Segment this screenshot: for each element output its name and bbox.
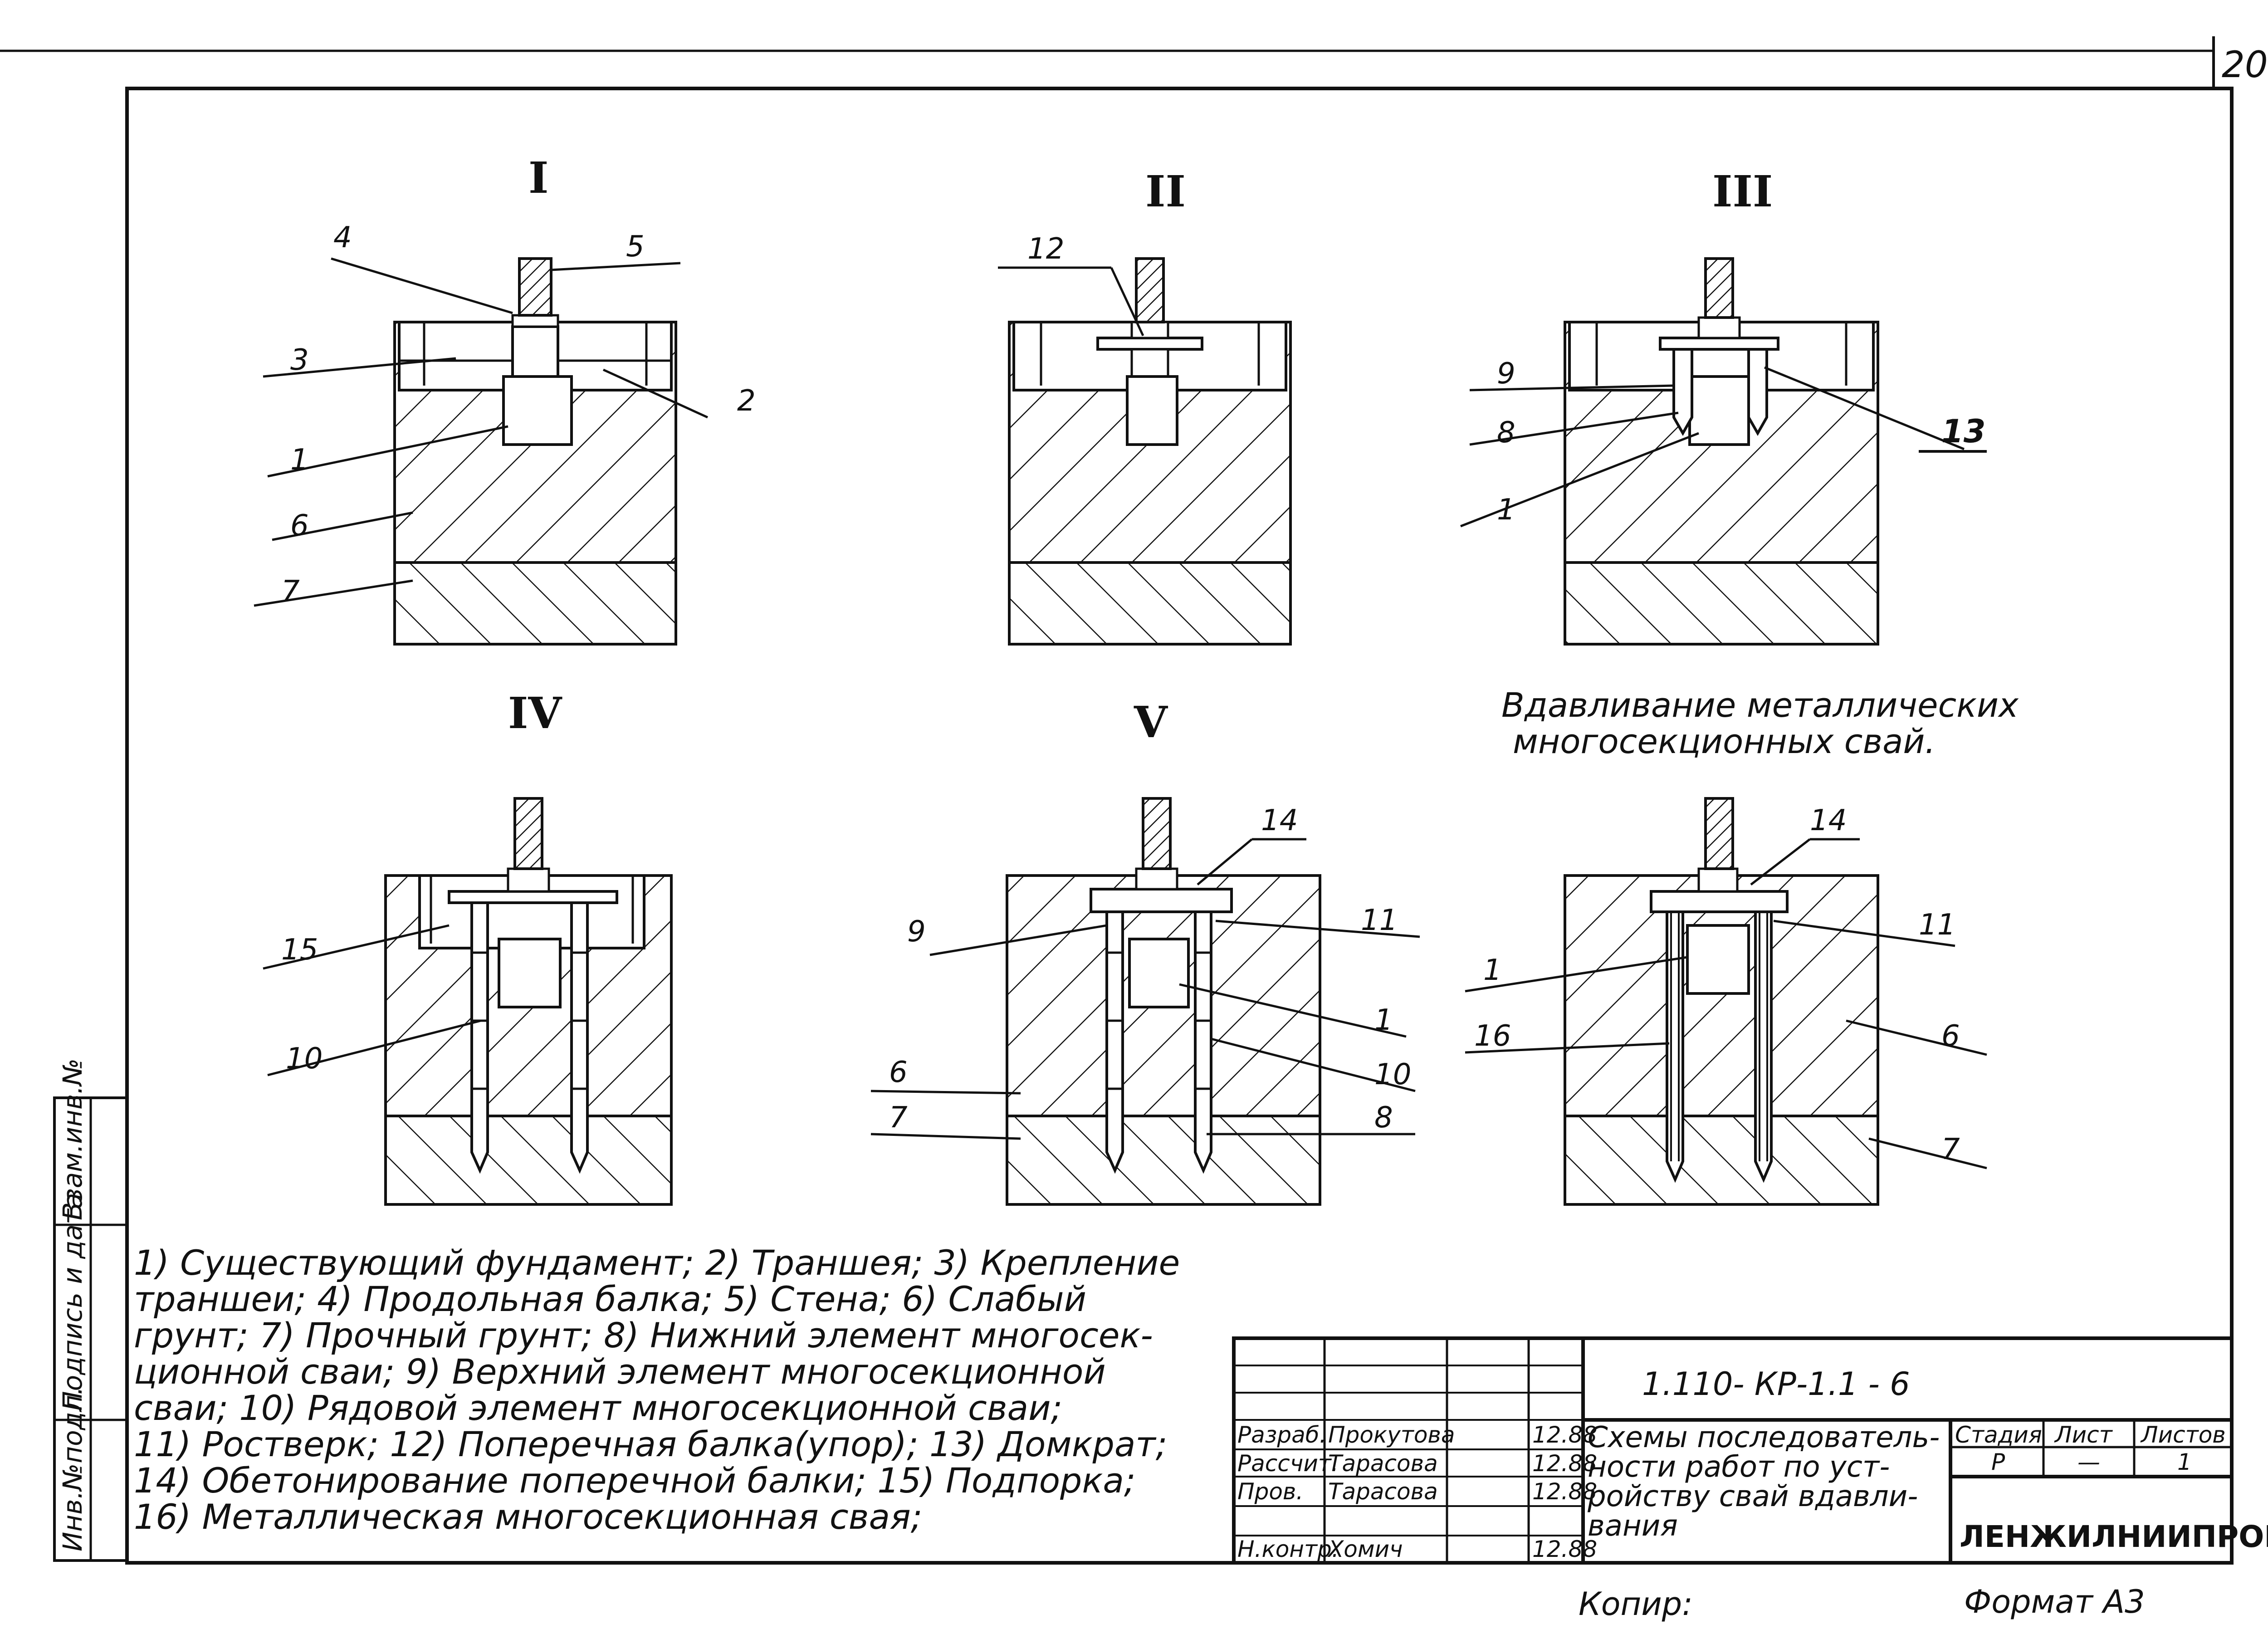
figure-6: 14 11 1 16 6 7: [1465, 797, 1987, 1206]
caption-line-1: Вдавливание металлических: [1501, 686, 2019, 725]
date-developer: 12.88: [1532, 1422, 1597, 1448]
figure-4: IV 15 10: [263, 688, 673, 1206]
stage-header: Стадия: [1955, 1422, 2042, 1448]
name-calculated: Тарасова: [1328, 1450, 1438, 1477]
role-calculated: Рассчит.: [1237, 1450, 1339, 1477]
name-norm-control: Хомич: [1327, 1536, 1403, 1562]
title-block: [1232, 1336, 2234, 1565]
side-stamp-replacement: Взам.инв.№: [57, 1058, 88, 1220]
legend-line: грунт; 7) Прочный грунт; 8) Нижний элеме…: [134, 1315, 1153, 1355]
legend-line: 14) Обетонирование поперечной балки; 15)…: [134, 1460, 1136, 1501]
sheets-header: Листов: [2140, 1422, 2226, 1448]
callout-fig1-5: 5: [626, 230, 645, 264]
legend-line: 1) Существующий фундамент; 2) Траншея; 3…: [134, 1243, 1180, 1283]
callout-fig5-7: 7: [889, 1101, 908, 1135]
sheet-format: Формат А3: [1964, 1583, 2145, 1620]
legend-line: ционной сваи; 9) Верхний элемент многосе…: [134, 1351, 1106, 1392]
figure-2-label: II: [1145, 166, 1186, 217]
beam-encasement: [1090, 888, 1233, 913]
callout-fig1-1: 1: [290, 443, 309, 477]
existing-foundation: [502, 375, 573, 446]
legend-line: 16) Металлическая многосекционная свая;: [134, 1497, 922, 1537]
page-number: 20: [2222, 44, 2268, 86]
callout-fig5-11: 11: [1361, 904, 1398, 937]
callout-fig1-7: 7: [281, 575, 300, 608]
name-developer: Прокутова: [1328, 1422, 1455, 1448]
figure-3-label: III: [1712, 166, 1773, 217]
figure-3: III 9 8 13 1: [1460, 166, 1987, 646]
callout-fig5-8: 8: [1374, 1101, 1393, 1135]
callout-fig1-2: 2: [737, 384, 756, 418]
figure-1-label: I: [528, 153, 548, 203]
callout-fig5-9: 9: [907, 915, 926, 949]
caption-line-2: многосекционных свай.: [1513, 722, 1936, 761]
callout-fig3-8: 8: [1497, 416, 1515, 450]
figure-5: V 14 9 11 1 10 6 7 8: [870, 697, 1420, 1206]
doc-code: 1.110- КР-1.1 - 6: [1642, 1365, 1910, 1403]
organization: ЛЕНЖИЛНИИПРОЕКТ: [1960, 1519, 2268, 1554]
strong-soil-layer: [393, 561, 677, 646]
callout-fig6-1: 1: [1483, 954, 1502, 987]
drawing-title-line: вания: [1588, 1509, 1678, 1543]
role-checked: Пров.: [1237, 1478, 1303, 1505]
side-stamp-inv-no: Инв.№подл.: [57, 1387, 88, 1551]
wall: [518, 257, 552, 317]
date-norm-control: 12.88: [1532, 1536, 1597, 1562]
side-stamp-signature: Подпись и дата: [57, 1193, 88, 1411]
figure-5-label: V: [1134, 697, 1168, 748]
date-checked: 12.88: [1532, 1478, 1597, 1505]
callout-fig1-4: 4: [333, 221, 352, 254]
callout-fig6-7: 7: [1941, 1133, 1960, 1166]
legend-line: траншеи; 4) Продольная балка; 5) Стена; …: [134, 1279, 1086, 1319]
callout-fig6-11: 11: [1919, 908, 1955, 942]
drawing-frame: [125, 87, 2234, 1565]
callout-fig6-16: 16: [1474, 1019, 1511, 1053]
drawing-title-line: ройству свай вдавли-: [1587, 1480, 1918, 1513]
role-developer: Разраб.: [1237, 1422, 1326, 1448]
callout-fig3-9: 9: [1497, 357, 1515, 391]
role-norm-control: Н.контр.: [1237, 1536, 1339, 1562]
callout-fig1-6: 6: [290, 509, 309, 543]
stage-value: Р: [1991, 1449, 2005, 1475]
sheet-value: —: [2077, 1449, 2100, 1475]
figure-4-label: IV: [508, 688, 562, 739]
callout-fig5-10: 10: [1374, 1058, 1411, 1091]
figure-2: II 12: [998, 166, 1292, 646]
callout-fig5-14: 14: [1261, 804, 1298, 837]
name-checked: Тарасова: [1328, 1478, 1438, 1505]
callout-fig6-14: 14: [1810, 804, 1847, 837]
callout-fig3-13: 13: [1941, 413, 1985, 450]
legend-line: 11) Ростверк; 12) Поперечная балка(упор)…: [134, 1424, 1167, 1464]
date-calculated: 12.88: [1532, 1450, 1597, 1477]
callout-fig4-15: 15: [281, 933, 318, 967]
figure-1: I 4 5 3 2 1 6 7: [254, 153, 756, 646]
callout-fig2-12: 12: [1027, 232, 1064, 266]
callout-fig5-6: 6: [889, 1056, 908, 1089]
callout-fig3-1: 1: [1497, 493, 1515, 527]
legend-line: сваи; 10) Рядовой элемент многосекционно…: [134, 1388, 1062, 1428]
callout-fig4-10: 10: [286, 1042, 323, 1076]
drawing-title-line: Схемы последователь-: [1588, 1421, 1940, 1454]
callout-fig1-3: 3: [290, 343, 309, 377]
copied-by: Копир:: [1579, 1585, 1693, 1623]
side-stamp: Инв.№подл. Подпись и дата Взам.инв.№: [53, 1058, 128, 1562]
cross-beam: [1096, 337, 1203, 351]
legend: 1) Существующий фундамент; 2) Траншея; 3…: [134, 1243, 1180, 1537]
sheets-value: 1: [2177, 1449, 2192, 1475]
sheet-header: Лист: [2054, 1422, 2113, 1448]
drawing-title-line: ности работ по уст-: [1588, 1450, 1890, 1484]
callout-fig6-6: 6: [1941, 1019, 1960, 1053]
callout-fig5-1: 1: [1374, 1003, 1393, 1037]
